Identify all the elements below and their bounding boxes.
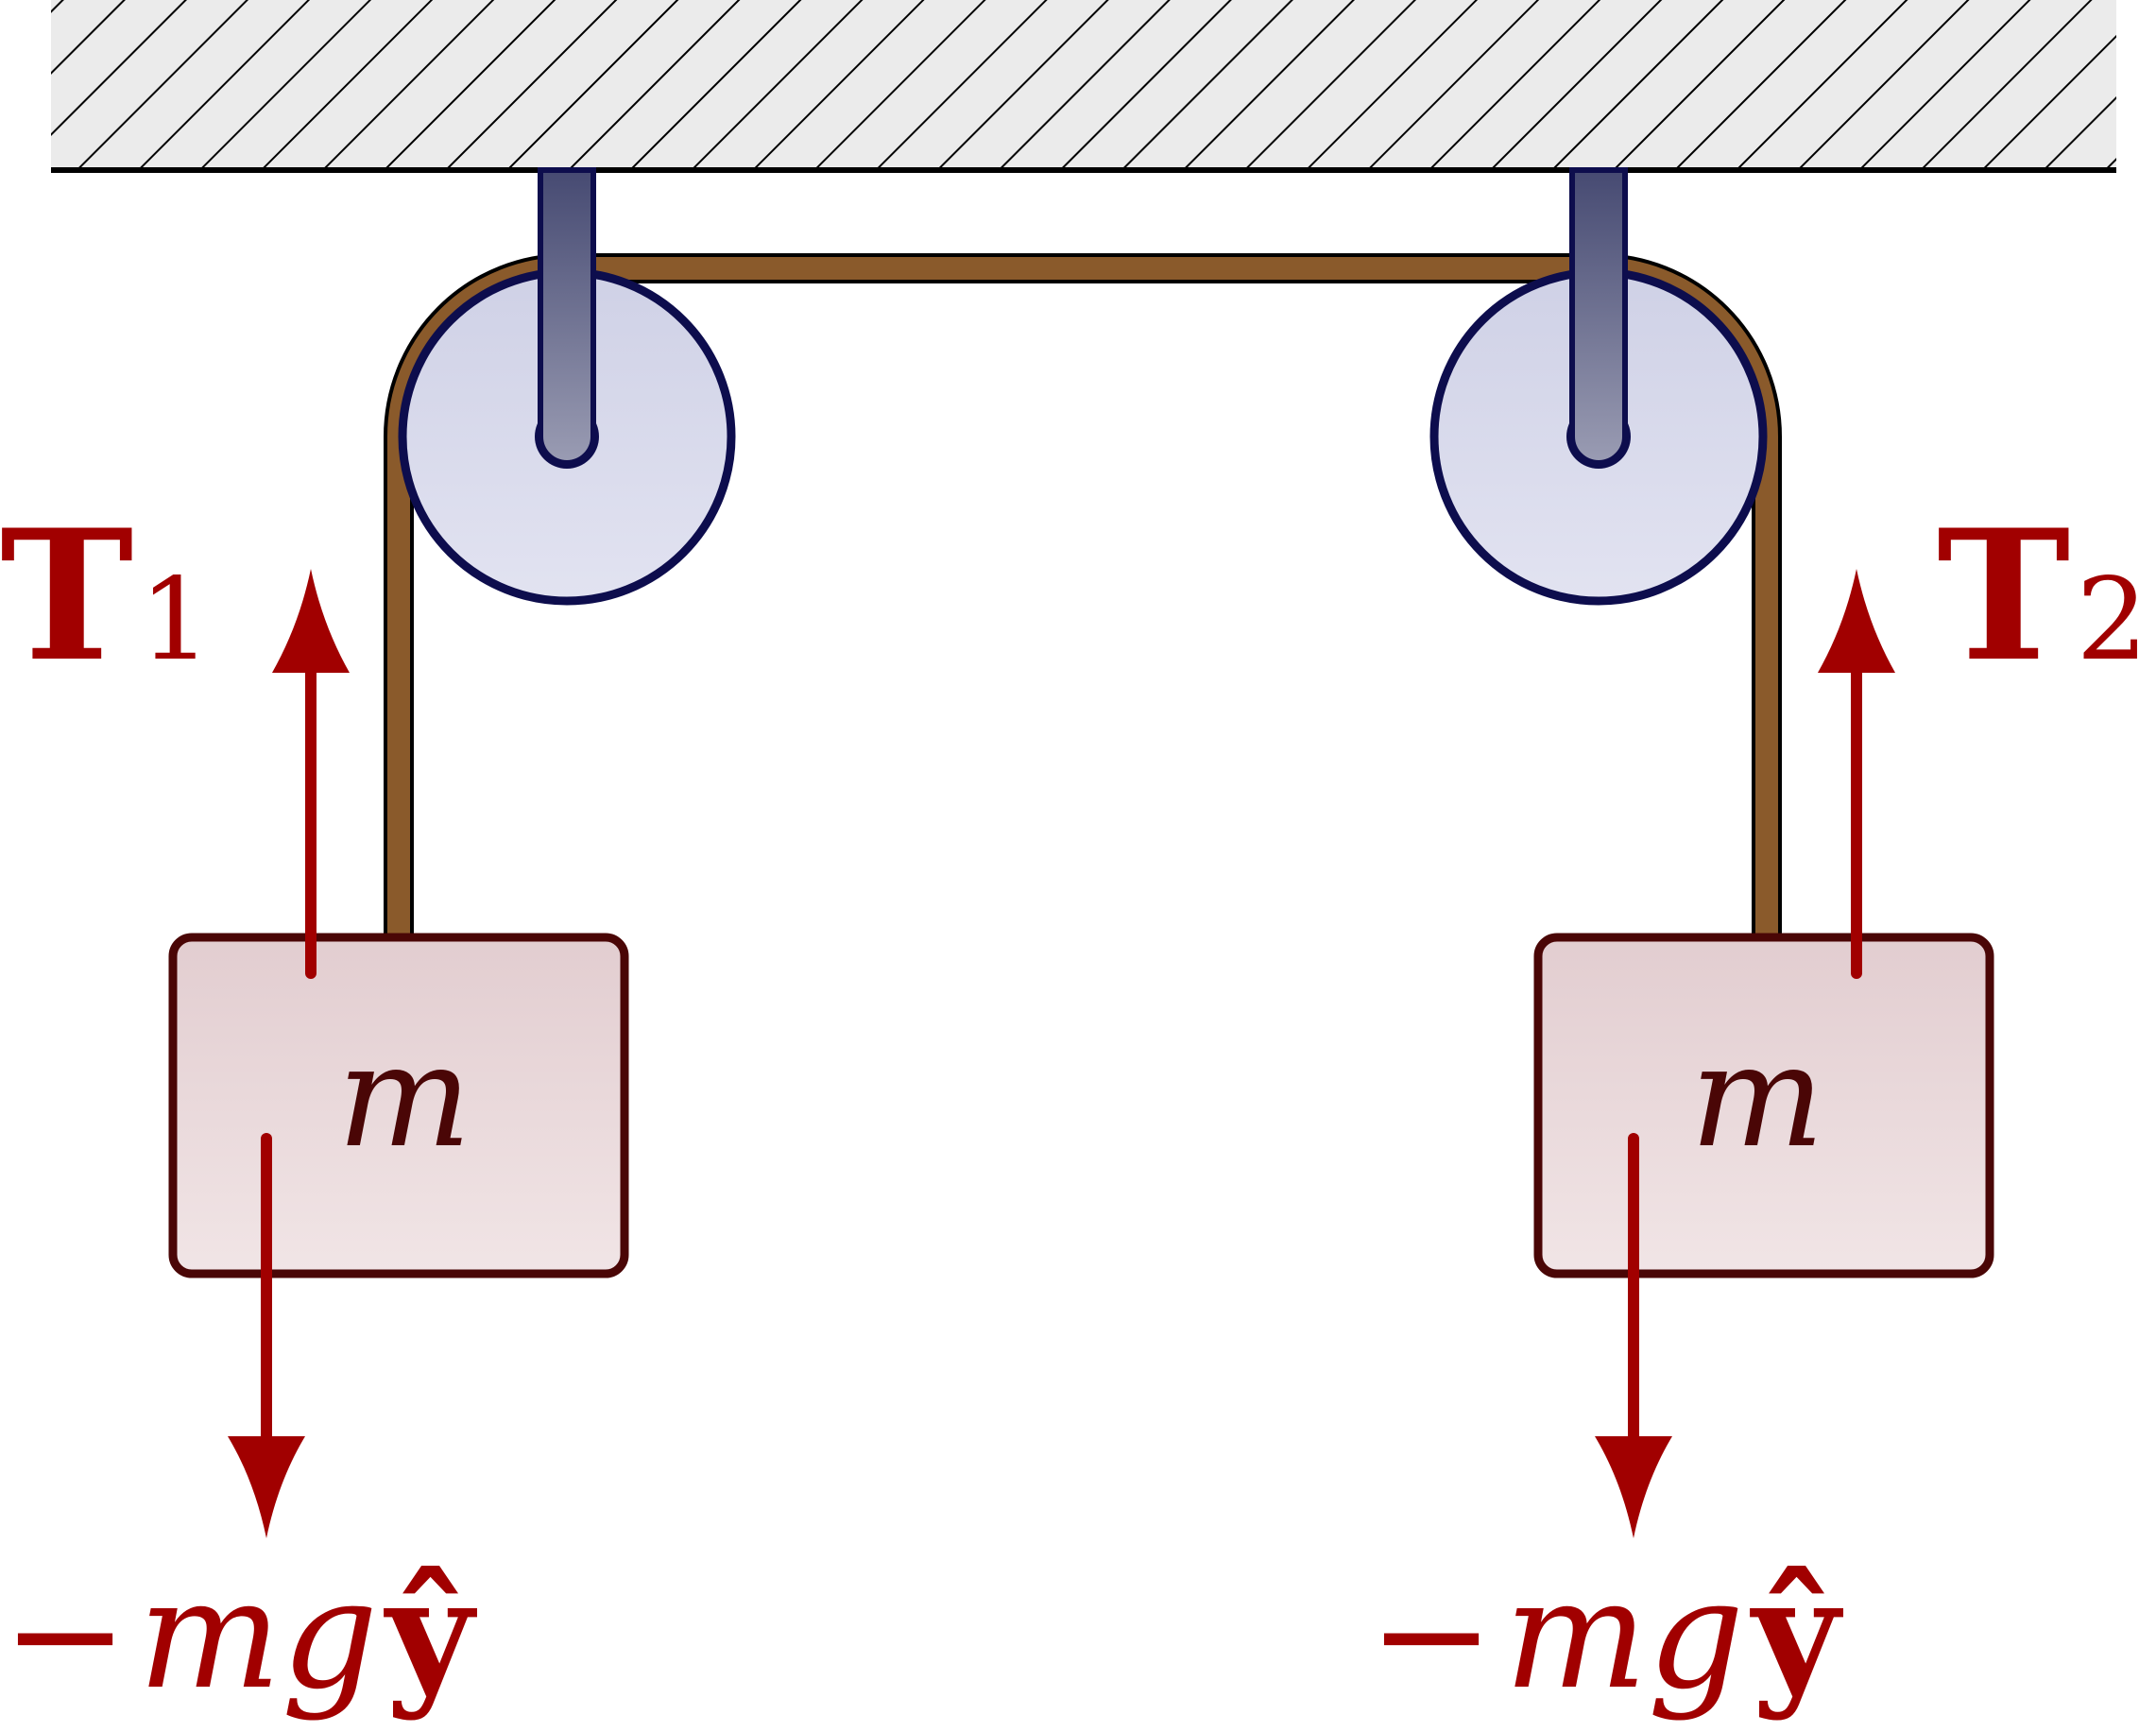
weight-left-vector: ŷ [383,1545,477,1723]
tension-left-subscript: 1 [139,555,211,686]
weight-right-mg: mg [1504,1546,1744,1723]
tension-right-symbol: T [1937,490,2070,701]
tension-right-subscript: 2 [2076,555,2147,686]
tension-arrow-left [272,569,350,979]
block-left: m [168,933,629,1278]
ceiling [51,0,2116,173]
weight-label-left: −mgŷ [2,1545,477,1723]
tension-label-left: T1 [0,490,212,701]
weight-label-right: −mgŷ [1368,1545,1843,1723]
weight-arrow-right [1595,1133,1672,1538]
weight-right-sign: − [1368,1546,1495,1723]
svg-text:−mgŷ: −mgŷ [1368,1545,1843,1723]
tension-arrow-right [1818,569,1895,979]
block-right-mass-label: m [1690,1015,1824,1179]
svg-text:T2: T2 [1937,490,2148,701]
weight-right-vector: ŷ [1749,1545,1843,1723]
block-right: m [1533,933,1994,1278]
bracket-left [538,167,596,466]
weight-left-mg: mg [138,1546,378,1723]
weight-left-sign: − [2,1546,128,1723]
tension-label-right: T2 [1937,490,2148,701]
svg-text:−mgŷ: −mgŷ [2,1545,477,1723]
svg-text:T1: T1 [0,490,212,701]
bracket-right [1569,167,1628,466]
tension-left-symbol: T [0,490,133,701]
weight-arrow-left [228,1133,305,1538]
block-left-mass-label: m [337,1015,471,1179]
